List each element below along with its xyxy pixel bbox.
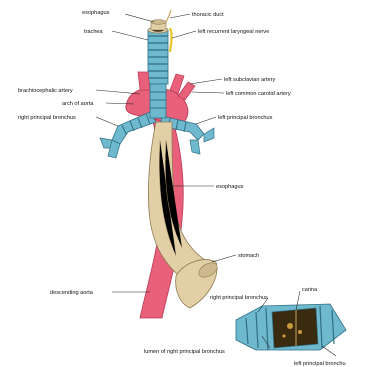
label-left-common-carotid-artery: left common carotid artery — [226, 91, 291, 97]
label-stomach: stomach — [238, 253, 259, 259]
label-lumen-right-principal-bronchus: lumen of right principal bronchus — [144, 349, 225, 355]
label-brachiocephalic-artery: brachiocephalic artery — [18, 88, 73, 94]
label-esophagus-top: esophagus — [82, 10, 110, 16]
label-left-principal-bronchus: left principal bronchus — [218, 115, 273, 121]
label-carina: carina — [302, 287, 318, 293]
label-left-subclavian-artery: left subclavian artery — [224, 77, 276, 83]
label-descending-aorta: descending aorta — [50, 290, 94, 296]
label-right-principal-bronchus-inset: right principal bronchus — [210, 295, 268, 301]
label-trachea: trachea — [84, 29, 104, 35]
label-esophagus-mid: esophagus — [216, 184, 244, 190]
label-right-principal-bronchus: right principal bronchus — [18, 115, 76, 121]
label-left-recurrent-laryngeal-nerve: left recurrent laryngeal nerve — [198, 29, 269, 35]
label-left-principal-bronchus-inset: left principal bronchu — [294, 361, 346, 367]
label-thoracic-duct: thoracic duct — [192, 12, 224, 18]
label-arch-of-aorta: arch of aorta — [62, 101, 94, 107]
carina-inset-illustration — [236, 304, 346, 350]
